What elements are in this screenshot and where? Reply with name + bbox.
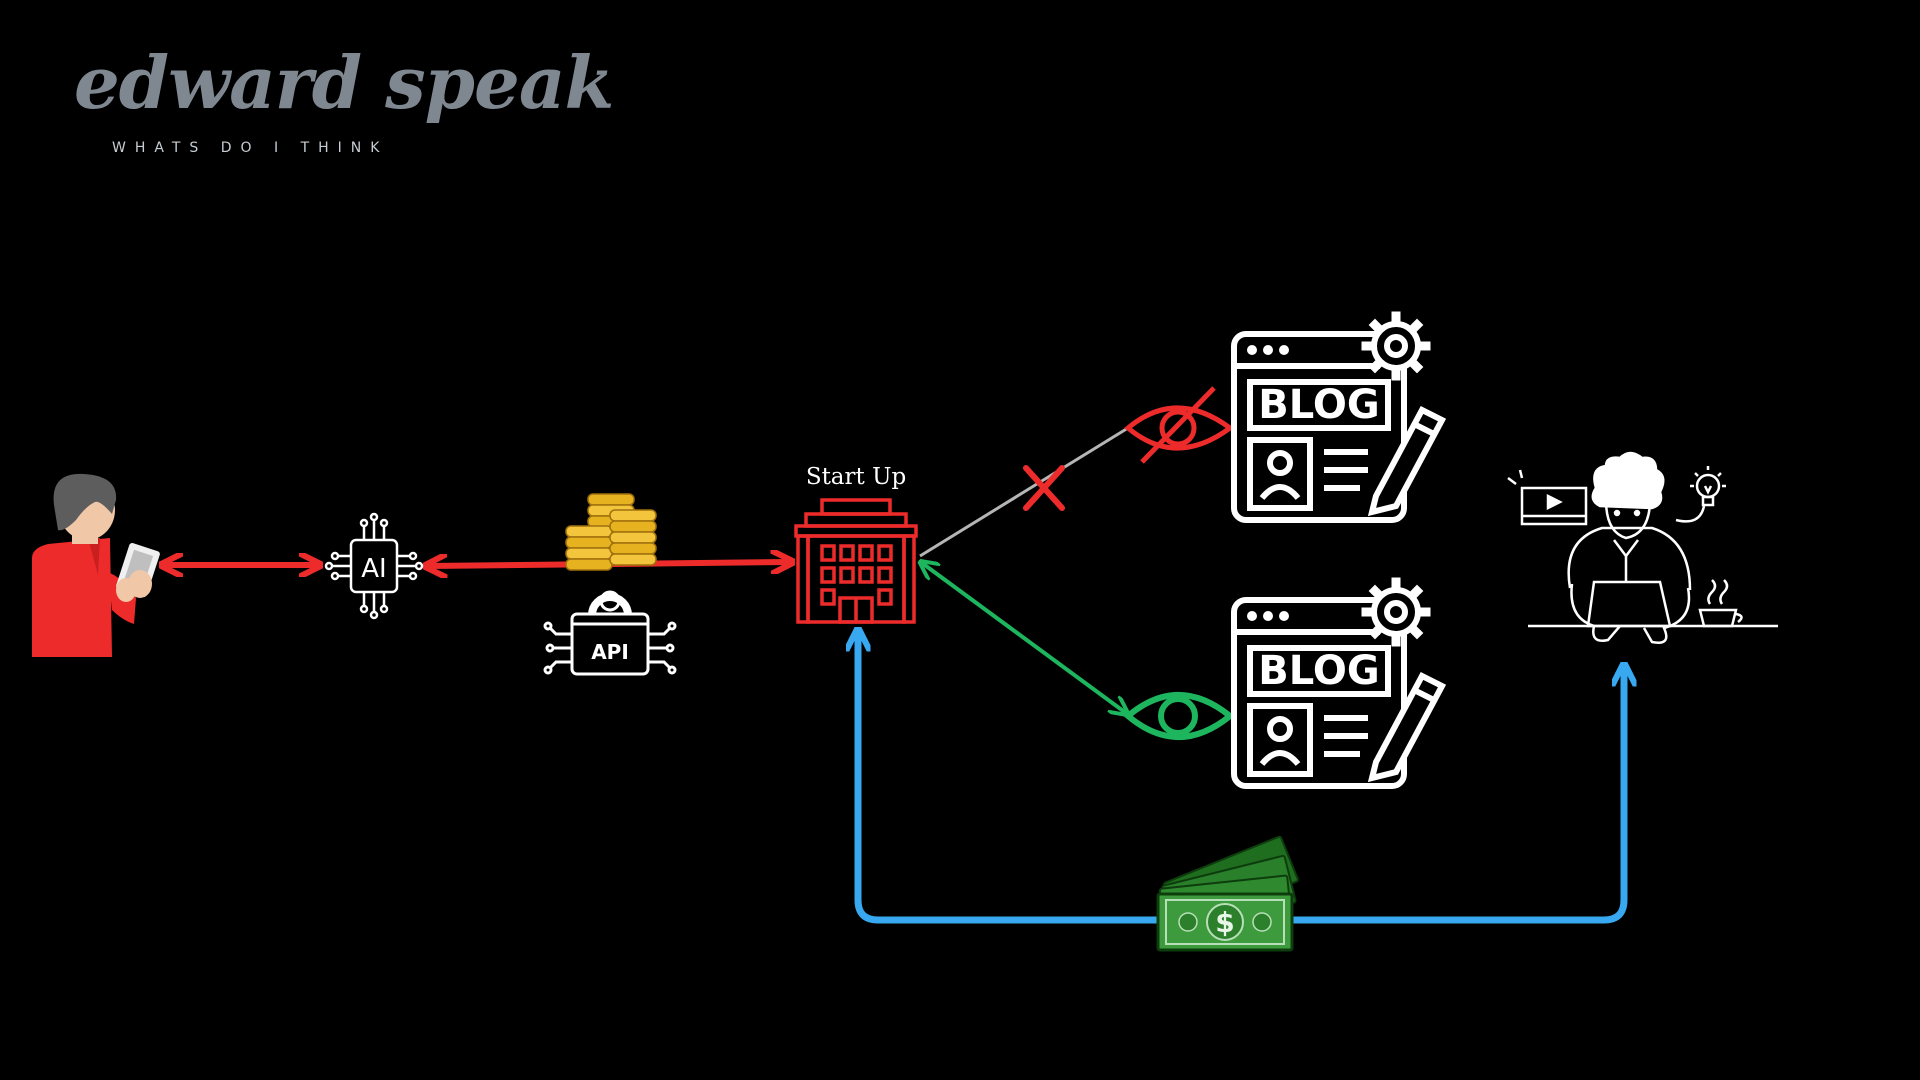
startup-label: Start Up xyxy=(805,464,907,490)
coin-stack-icon xyxy=(565,493,657,571)
brand-logo: edward speak xyxy=(74,40,614,125)
blog-label-top: BLOG xyxy=(1258,382,1379,428)
arrow-startup-visible-blog xyxy=(922,563,1126,713)
connector-startup-hidden-blog xyxy=(919,426,1129,558)
api-label: API xyxy=(591,640,629,664)
ai-chip-icon xyxy=(324,512,424,620)
ai-chip-label: AI xyxy=(361,554,386,584)
api-gear-icon xyxy=(543,590,677,676)
money-icon xyxy=(1156,835,1299,952)
blog-page-icon-top xyxy=(1231,311,1447,523)
brand-tagline: WHATS DO I THINK xyxy=(112,140,389,156)
blocked-x-mark xyxy=(1023,465,1065,511)
money-symbol: $ xyxy=(1215,906,1234,939)
eye-icon xyxy=(1123,692,1235,740)
office-building-icon xyxy=(794,498,918,624)
person-with-phone-icon xyxy=(32,473,160,657)
hidden-eye-icon xyxy=(1124,386,1235,464)
blog-page-icon-bottom xyxy=(1231,577,1447,789)
blog-label-bottom: BLOG xyxy=(1258,648,1379,694)
freelancer-laptop-icon xyxy=(1507,451,1778,644)
